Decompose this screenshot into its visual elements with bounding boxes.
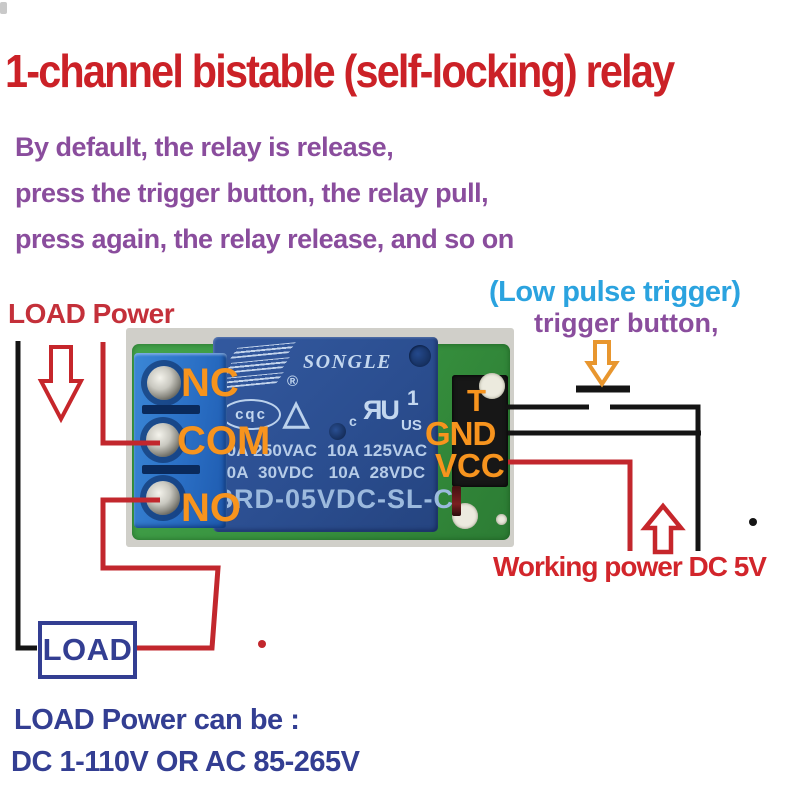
- registered-mark: ®: [287, 373, 299, 390]
- working-power-label: Working power DC 5V: [493, 551, 767, 582]
- page-title: 1-channel bistable (self-locking) relay: [5, 45, 675, 97]
- pin-label-gnd: GND: [425, 415, 496, 452]
- description-line: press again, the relay release, and so o…: [15, 224, 514, 254]
- pin-label-vcc: VCC: [435, 447, 505, 484]
- description-line: press the trigger button, the relay pull…: [15, 178, 489, 208]
- ul-logo-number: 1: [407, 387, 419, 410]
- terminal-screw-no: [146, 481, 180, 515]
- ul-logo-us: US: [401, 417, 422, 434]
- load-box: LOAD: [38, 621, 137, 679]
- cert-triangle-icon: △: [283, 394, 310, 432]
- ink-dot-red: [258, 640, 266, 648]
- pin-label-com: COM: [177, 419, 271, 463]
- trigger-arrow-icon: [584, 340, 620, 388]
- terminal-slot: [142, 465, 200, 474]
- vcc-wire-red: [508, 459, 633, 551]
- footer-line-1: LOAD Power can be :: [14, 704, 300, 736]
- relay-vent-hole: [409, 345, 431, 367]
- ink-dot-black: [749, 518, 757, 526]
- ul-logo-c: c: [349, 413, 357, 429]
- scan-artifact: [0, 2, 7, 14]
- pin-label-nc: NC: [181, 361, 239, 405]
- load-power-arrow-icon: [37, 345, 85, 424]
- low-pulse-trigger-label: (Low pulse trigger): [489, 276, 741, 308]
- diode: [452, 486, 461, 516]
- description-block: By default, the relay is release, press …: [15, 124, 514, 262]
- ratings-line: 10A 30VDC 10A 28VDC: [217, 463, 426, 482]
- brand-label: SONGLE: [303, 351, 393, 373]
- description-line: By default, the relay is release,: [15, 132, 394, 162]
- load-wire-black: [15, 341, 37, 651]
- pin-label-no: NO: [181, 486, 241, 530]
- working-power-arrow-icon: [640, 502, 686, 555]
- trigger-button-label: trigger button,: [534, 308, 719, 338]
- pin-label-t: T: [467, 383, 486, 418]
- terminal-screw-com: [146, 423, 180, 457]
- relay-center-hole: [329, 423, 346, 440]
- model-label: SRD-05VDC-SL-C: [215, 484, 455, 514]
- load-box-label: LOAD: [42, 632, 133, 667]
- ul-logo: ЯU: [363, 395, 400, 425]
- t-wire-return: [610, 404, 701, 551]
- terminal-screw-nc: [147, 366, 181, 400]
- mounting-hole: [479, 373, 505, 399]
- terminal-slot: [142, 405, 200, 414]
- footer-line-2: DC 1-110V OR AC 85-265V: [11, 746, 360, 778]
- solder-pad: [496, 514, 507, 525]
- load-power-label: LOAD Power: [8, 298, 175, 329]
